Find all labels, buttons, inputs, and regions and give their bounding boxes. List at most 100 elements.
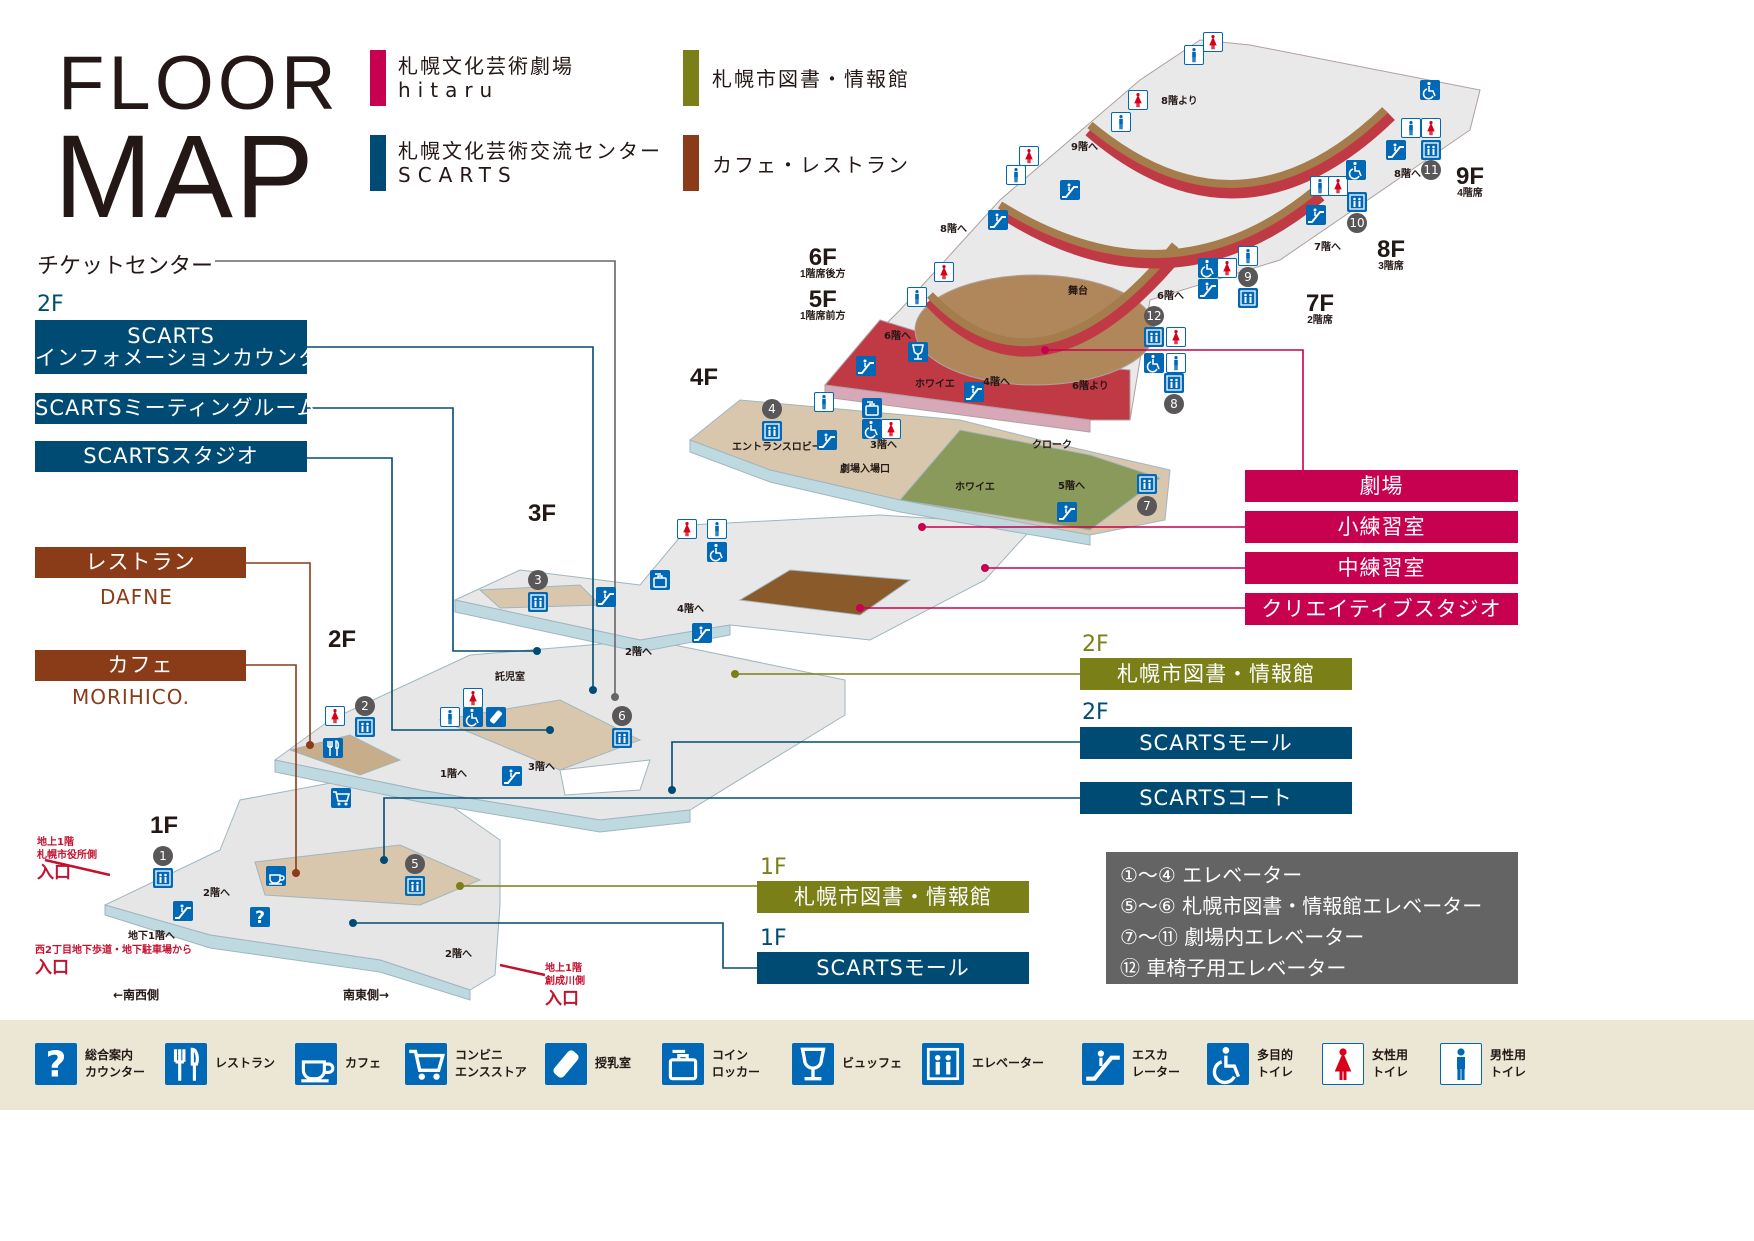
- info-icon[interactable]: ?: [250, 907, 270, 927]
- elevator-icon[interactable]: [1144, 327, 1164, 347]
- male-toilet-icon[interactable]: [1184, 45, 1204, 65]
- to-b1: 地下1階へ: [128, 931, 175, 942]
- accessible-toilet-icon[interactable]: [1198, 258, 1218, 278]
- accessible-toilet-icon[interactable]: [862, 419, 882, 439]
- escalator-icon[interactable]: [692, 623, 712, 643]
- to-8f: 8階へ: [940, 224, 967, 235]
- elevator-icon[interactable]: [612, 728, 632, 748]
- elevator-icon[interactable]: [762, 421, 782, 441]
- elevator-key-2: ⑤～⑥ 札幌市図書・情報館エレベーター: [1120, 894, 1483, 918]
- legend-swatch-cafe: [683, 135, 699, 191]
- escalator-icon[interactable]: [173, 901, 193, 921]
- buffet-icon: [792, 1043, 834, 1085]
- restaurant-icon[interactable]: [323, 738, 343, 758]
- female-toilet-icon[interactable]: [1203, 32, 1223, 52]
- escalator-icon[interactable]: [817, 430, 837, 450]
- accessible-toilet-icon: [1207, 1043, 1249, 1085]
- elevator-icon[interactable]: [405, 876, 425, 896]
- floor-3f: 3F: [528, 500, 557, 527]
- female-toilet-icon[interactable]: [881, 419, 901, 439]
- female-toilet-icon[interactable]: [1166, 327, 1186, 347]
- floor-1f: 1F: [150, 812, 179, 839]
- elevator-icon[interactable]: [1421, 140, 1441, 160]
- floor-1f-mall-tag: 1F: [760, 926, 787, 951]
- store-icon: [405, 1043, 447, 1085]
- elevator-icon[interactable]: [1164, 373, 1184, 393]
- legend-item-restaurant: レストラン: [165, 1043, 275, 1085]
- female-toilet-icon[interactable]: [1217, 258, 1237, 278]
- floor-4f: [689, 399, 1171, 546]
- elevator-icon[interactable]: [355, 717, 375, 737]
- elevator-marker: 8: [1164, 394, 1184, 414]
- cafe-icon[interactable]: [266, 866, 286, 886]
- male-toilet-icon[interactable]: [1401, 118, 1421, 138]
- store-icon[interactable]: [331, 788, 351, 808]
- escalator-icon[interactable]: [964, 382, 984, 402]
- to-9f: 9階へ: [1071, 142, 1098, 153]
- floor-2f-mall-tag: 2F: [1082, 700, 1109, 725]
- male-toilet-icon[interactable]: [1238, 246, 1258, 266]
- female-toilet-icon[interactable]: [463, 688, 483, 708]
- escalator-icon[interactable]: [856, 356, 876, 376]
- nursing-icon: [545, 1043, 587, 1085]
- legend-item-label: コンビニ エンスストア: [455, 1047, 527, 1079]
- to-2f: 2階へ: [203, 888, 230, 899]
- male-toilet-icon[interactable]: [1310, 176, 1330, 196]
- locker-icon[interactable]: [650, 570, 670, 590]
- escalator-icon[interactable]: [1386, 140, 1406, 160]
- escalator-icon[interactable]: [1060, 180, 1080, 200]
- female-toilet-icon[interactable]: [1421, 118, 1441, 138]
- male-toilet-icon[interactable]: [440, 707, 460, 727]
- elevator-key-1: ①～④ エレベーター: [1120, 863, 1303, 887]
- elevator-icon[interactable]: [1238, 288, 1258, 308]
- elevator-icon[interactable]: [1347, 192, 1367, 212]
- svg-text:?: ?: [46, 1045, 67, 1085]
- accessible-toilet-icon[interactable]: [1420, 80, 1440, 100]
- escalator-icon[interactable]: [988, 210, 1008, 230]
- female-toilet-icon[interactable]: [1019, 146, 1039, 166]
- escalator-icon[interactable]: [1198, 279, 1218, 299]
- escalator-icon[interactable]: [1057, 502, 1077, 522]
- small-rehearsal-label: 小練習室: [1245, 511, 1518, 543]
- entrance-underground[interactable]: 西2丁目地下歩道・地下駐車場から入口: [35, 945, 192, 978]
- female-toilet-icon[interactable]: [934, 262, 954, 282]
- male-toilet-icon[interactable]: [907, 287, 927, 307]
- locker-icon[interactable]: [862, 398, 882, 418]
- elevator-icon[interactable]: [528, 592, 548, 612]
- male-toilet-icon[interactable]: [1006, 165, 1026, 185]
- male-toilet-icon[interactable]: [1111, 112, 1131, 132]
- cafe-icon: [295, 1043, 337, 1085]
- theater-label: 劇場: [1245, 470, 1518, 502]
- female-toilet-icon[interactable]: [325, 706, 345, 726]
- accessible-toilet-icon[interactable]: [1346, 160, 1366, 180]
- cloak-label: クローク: [1032, 440, 1072, 451]
- legend-scarts: 札幌文化芸術交流センター: [398, 139, 662, 163]
- escalator-icon[interactable]: [1306, 205, 1326, 225]
- male-toilet-icon[interactable]: [707, 519, 727, 539]
- leader-lines: [44, 260, 1304, 977]
- female-toilet-icon[interactable]: [1128, 90, 1148, 110]
- entrance-sosei-river[interactable]: 地上1階創成川側入口: [545, 963, 585, 1009]
- escalator-icon[interactable]: [502, 766, 522, 786]
- female-toilet-icon[interactable]: [677, 519, 697, 539]
- accessible-toilet-icon[interactable]: [1144, 353, 1164, 373]
- nursery-label: 託児室: [495, 672, 525, 683]
- accessible-toilet-icon[interactable]: [463, 707, 483, 727]
- escalator-icon[interactable]: [596, 587, 616, 607]
- female-toilet-icon[interactable]: [1328, 176, 1348, 196]
- theater-entry-label: 劇場入場口: [840, 464, 890, 475]
- elevator-icon[interactable]: [153, 868, 173, 888]
- accessible-toilet-icon[interactable]: [707, 542, 727, 562]
- buffet-icon[interactable]: [908, 342, 928, 362]
- to-1f: 1階へ: [440, 769, 467, 780]
- nursing-icon[interactable]: [486, 707, 506, 727]
- entrance-city-hall[interactable]: 地上1階札幌市役所側入口: [37, 837, 97, 883]
- legend-item-female-toilet: 女性用 トイレ: [1322, 1043, 1408, 1085]
- male-toilet-icon[interactable]: [1166, 353, 1186, 373]
- male-toilet-icon[interactable]: [814, 392, 834, 412]
- elevator-icon[interactable]: [1137, 474, 1157, 494]
